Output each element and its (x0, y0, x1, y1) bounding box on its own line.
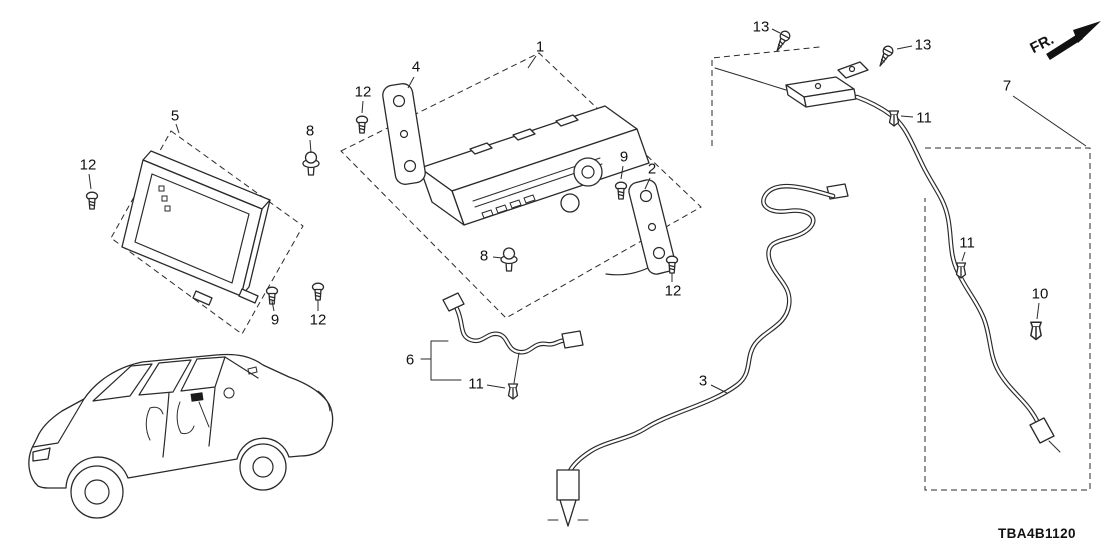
callout-part-8-a: 8 (305, 122, 315, 140)
display-tab (192, 290, 213, 306)
callout-part-13-a: 13 (752, 18, 770, 36)
callout-part-12-c: 12 (664, 282, 682, 300)
antenna-boundary-right (924, 147, 1091, 491)
steering-wheel (223, 387, 235, 399)
tuner-knob (560, 193, 580, 213)
callout-part-10: 10 (1031, 285, 1049, 303)
callout-part-8-b: 8 (479, 247, 489, 265)
clip-icon (1030, 321, 1042, 341)
car-illustration (28, 353, 334, 519)
screw-icon (614, 181, 628, 200)
side-window-rear (138, 359, 192, 396)
nav-pointer-line (198, 401, 210, 428)
front-wheel (239, 443, 287, 491)
callout-6-brace (420, 340, 462, 381)
antenna-plug (556, 469, 580, 501)
drawing-code: TBA4B1120 (998, 526, 1076, 541)
bracket-left (382, 83, 426, 185)
nav-unit-location (190, 392, 204, 402)
callout-part-12-d: 12 (309, 311, 327, 329)
callout-part-3: 3 (698, 372, 708, 390)
seat-front (176, 401, 195, 435)
trunk-line (32, 398, 85, 448)
audio-unit-boundary (340, 52, 702, 319)
rear-wheel (70, 465, 124, 519)
clip-icon (955, 262, 967, 279)
bracket-right (605, 179, 676, 276)
antenna-boundary-left (711, 46, 821, 146)
callout-part-2: 2 (647, 160, 657, 178)
headlight-line (317, 390, 331, 412)
cable-connector (561, 330, 584, 349)
volume-knob (573, 157, 603, 187)
bolt-icon (500, 247, 518, 272)
screw-icon (85, 191, 99, 210)
audio-unit-side (419, 167, 465, 226)
callout-part-11-c: 11 (468, 375, 484, 393)
callout-part-6: 6 (405, 351, 415, 369)
callout-part-7: 7 (1002, 77, 1012, 95)
display-tab (238, 288, 259, 304)
clip-icon (888, 110, 900, 127)
audio-unit (419, 105, 650, 226)
screw-icon (311, 282, 325, 301)
connector-block (555, 114, 579, 127)
gps-antenna-cable (547, 183, 849, 527)
mirror (247, 366, 258, 375)
sub-cord-cable (442, 292, 584, 384)
clip-icon (507, 383, 519, 400)
tapping-screw-icon (875, 43, 896, 69)
callout-part-1: 1 (535, 38, 545, 56)
callout-part-12-b: 12 (79, 156, 97, 174)
callout-part-5: 5 (170, 107, 180, 125)
display-screen (134, 173, 250, 284)
door-line-rear (162, 392, 170, 458)
bolt-icon (302, 151, 320, 176)
callout-part-9-b: 9 (270, 311, 280, 329)
callout-part-13-b: 13 (914, 36, 932, 54)
taillight (32, 447, 51, 462)
screw-icon (355, 115, 369, 134)
a-pillar-line (224, 356, 259, 379)
fr-arrow-icon (1046, 21, 1101, 60)
callout-part-4: 4 (411, 58, 421, 76)
callout-part-12-a: 12 (354, 83, 372, 101)
cable-connector (442, 292, 465, 312)
rear-window (92, 363, 153, 402)
callout-part-11-a: 11 (916, 109, 932, 127)
antenna-module (714, 61, 869, 108)
door-line-front (208, 387, 216, 447)
connector-block (512, 128, 536, 141)
cable-connector (1029, 417, 1055, 444)
callout-part-9-a: 9 (619, 148, 629, 166)
antenna-plug-tip (559, 499, 577, 527)
car-body (28, 353, 334, 489)
display-unit (121, 150, 271, 306)
leader-lines (88, 28, 1087, 394)
seat-rear (145, 406, 164, 441)
connector-block (469, 142, 493, 155)
antenna-bracket (837, 61, 869, 79)
dashed-boundaries (110, 46, 1091, 491)
callout-part-11-b: 11 (959, 234, 975, 252)
